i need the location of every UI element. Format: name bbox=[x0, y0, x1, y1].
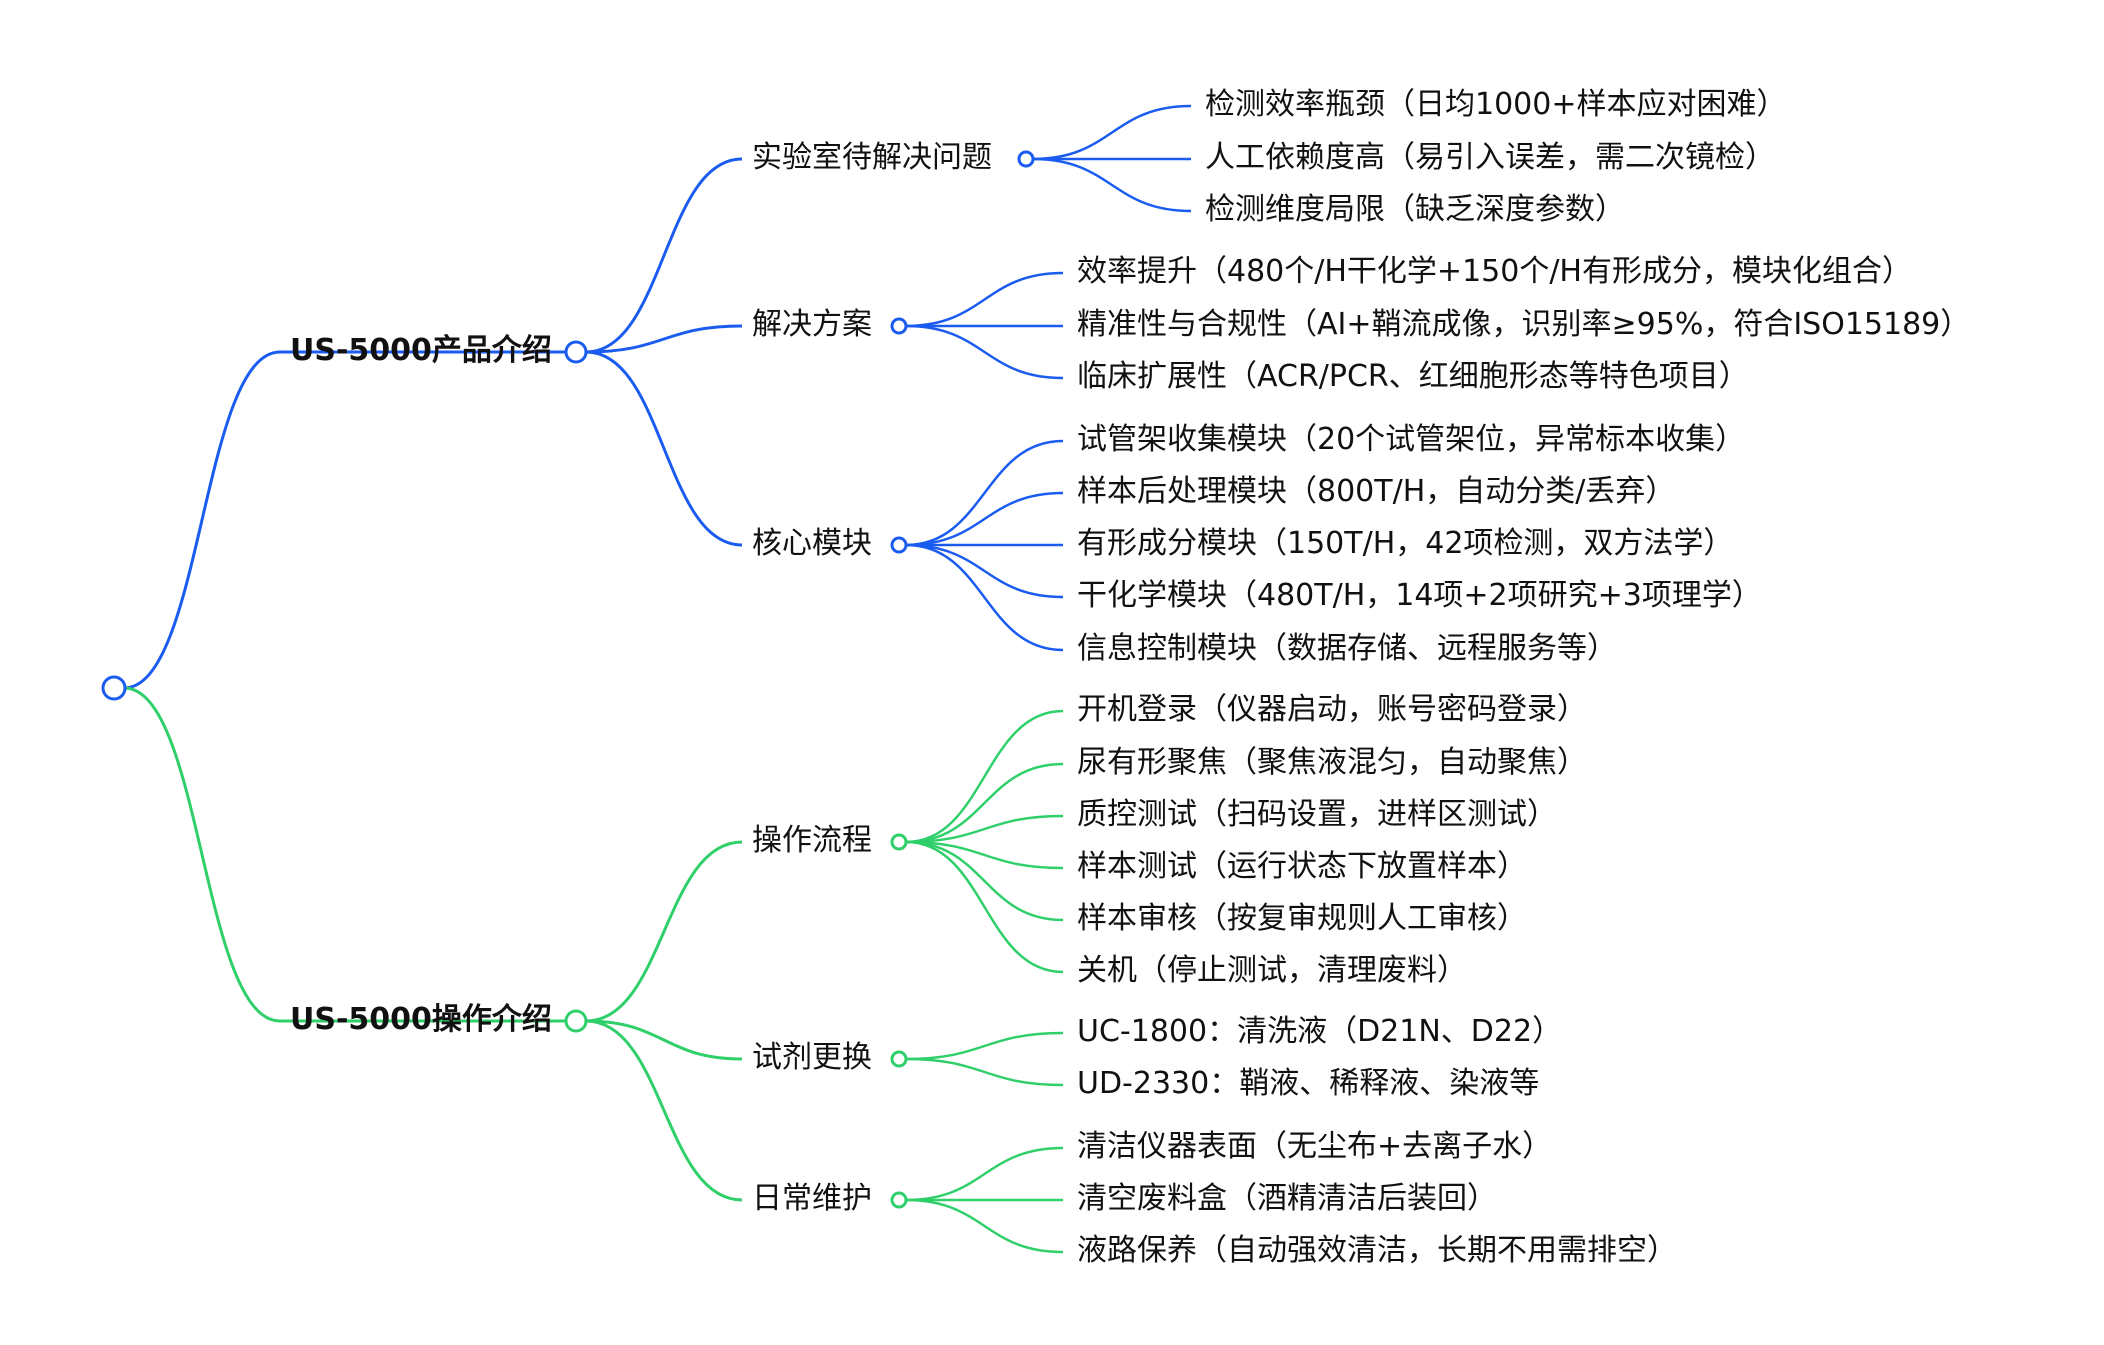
edge-product-l2-0 bbox=[585, 157, 743, 354]
leaf-product-1-1[interactable]: 精准性与合规性（AI+鞘流成像，识别率≥95%，符合ISO15189） bbox=[1077, 307, 1971, 342]
edge-operation-0-5 bbox=[905, 840, 1064, 974]
leaf-operation-0-4[interactable]: 样本审核（按复审规则人工审核） bbox=[1077, 901, 1527, 936]
leaf-product-0-0[interactable]: 检测效率瓶颈（日均1000+样本应对困难） bbox=[1205, 87, 1787, 122]
edge-operation-2-2 bbox=[905, 1198, 1064, 1254]
edge-product-1-0 bbox=[905, 271, 1064, 328]
edge-root-operation bbox=[123, 686, 281, 1023]
edge-operation-0-4 bbox=[905, 840, 1064, 922]
edge-product-0-2 bbox=[1032, 157, 1192, 213]
category-circle-product-0[interactable] bbox=[1017, 150, 1035, 168]
leaf-operation-0-2[interactable]: 质控测试（扫码设置，进样区测试） bbox=[1077, 797, 1557, 832]
edge-operation-l2-2 bbox=[585, 1019, 743, 1202]
edge-root-product bbox=[123, 350, 281, 690]
edge-product-1-2 bbox=[905, 324, 1064, 380]
leaf-operation-1-0[interactable]: UC-1800：清洗液（D21N、D22） bbox=[1077, 1014, 1563, 1049]
node-circle-operation[interactable] bbox=[564, 1009, 588, 1033]
category-circle-product-1[interactable] bbox=[890, 317, 908, 335]
edge-product-2-0 bbox=[905, 439, 1064, 547]
leaf-product-2-0[interactable]: 试管架收集模块（20个试管架位，异常标本收集） bbox=[1077, 422, 1746, 457]
edge-product-2-3 bbox=[905, 543, 1064, 599]
category-circle-operation-0[interactable] bbox=[890, 833, 908, 851]
leaf-operation-2-1[interactable]: 清空废料盒（酒精清洁后装回） bbox=[1077, 1181, 1497, 1216]
leaf-operation-0-3[interactable]: 样本测试（运行状态下放置样本） bbox=[1077, 849, 1527, 884]
category-circle-product-2[interactable] bbox=[890, 536, 908, 554]
edge-operation-0-1 bbox=[905, 762, 1064, 844]
edge-product-2-4 bbox=[905, 543, 1064, 652]
leaf-product-1-0[interactable]: 效率提升（480个/H干化学+150个/H有形成分，模块化组合） bbox=[1077, 254, 1912, 289]
edge-operation-0-3 bbox=[905, 840, 1064, 870]
edge-operation-l2-1 bbox=[585, 1019, 743, 1061]
edge-operation-0-2 bbox=[905, 814, 1064, 844]
leaf-operation-0-0[interactable]: 开机登录（仪器启动，账号密码登录） bbox=[1077, 692, 1587, 727]
branch-title-product[interactable]: US-5000产品介绍 bbox=[290, 333, 552, 368]
edge-operation-0-0 bbox=[905, 709, 1064, 844]
category-circle-operation-1[interactable] bbox=[890, 1050, 908, 1068]
leaf-operation-2-0[interactable]: 清洁仪器表面（无尘布+去离子水） bbox=[1077, 1129, 1553, 1164]
leaf-operation-2-2[interactable]: 液路保养（自动强效清洁，长期不用需排空） bbox=[1077, 1233, 1677, 1268]
edge-operation-1-1 bbox=[905, 1057, 1064, 1087]
root-node-circle[interactable] bbox=[101, 675, 127, 701]
node-circle-product[interactable] bbox=[564, 340, 588, 364]
leaf-product-1-2[interactable]: 临床扩展性（ACR/PCR、红细胞形态等特色项目） bbox=[1077, 359, 1749, 394]
leaf-product-0-2[interactable]: 检测维度局限（缺乏深度参数） bbox=[1205, 192, 1625, 227]
edge-product-0-0 bbox=[1032, 104, 1192, 161]
leaf-product-2-2[interactable]: 有形成分模块（150T/H，42项检测，双方法学） bbox=[1077, 526, 1734, 561]
leaf-operation-0-5[interactable]: 关机（停止测试，清理废料） bbox=[1077, 953, 1467, 988]
category-product-1[interactable]: 解决方案 bbox=[752, 307, 872, 342]
edge-product-l2-1 bbox=[585, 324, 743, 354]
leaf-product-2-1[interactable]: 样本后处理模块（800T/H，自动分类/丢弃） bbox=[1077, 474, 1676, 509]
leaf-operation-1-1[interactable]: UD-2330：鞘液、稀释液、染液等 bbox=[1077, 1066, 1540, 1101]
edge-product-2-1 bbox=[905, 491, 1064, 547]
branch-title-operation[interactable]: US-5000操作介绍 bbox=[290, 1002, 552, 1037]
edge-product-l2-2 bbox=[585, 350, 743, 547]
category-operation-0[interactable]: 操作流程 bbox=[752, 823, 872, 858]
category-product-0[interactable]: 实验室待解决问题 bbox=[752, 140, 992, 175]
edge-operation-l2-0 bbox=[585, 840, 743, 1023]
leaf-product-2-4[interactable]: 信息控制模块（数据存储、远程服务等） bbox=[1077, 631, 1617, 666]
edge-operation-1-0 bbox=[905, 1031, 1064, 1061]
leaf-product-0-1[interactable]: 人工依赖度高（易引入误差，需二次镜检） bbox=[1205, 140, 1775, 175]
category-circle-operation-2[interactable] bbox=[890, 1191, 908, 1209]
category-operation-2[interactable]: 日常维护 bbox=[752, 1181, 872, 1216]
category-operation-1[interactable]: 试剂更换 bbox=[752, 1040, 872, 1075]
edge-operation-2-0 bbox=[905, 1146, 1064, 1202]
category-product-2[interactable]: 核心模块 bbox=[752, 526, 872, 561]
leaf-operation-0-1[interactable]: 尿有形聚焦（聚焦液混匀，自动聚焦） bbox=[1077, 745, 1587, 780]
leaf-product-2-3[interactable]: 干化学模块（480T/H，14项+2项研究+3项理学） bbox=[1077, 578, 1762, 613]
